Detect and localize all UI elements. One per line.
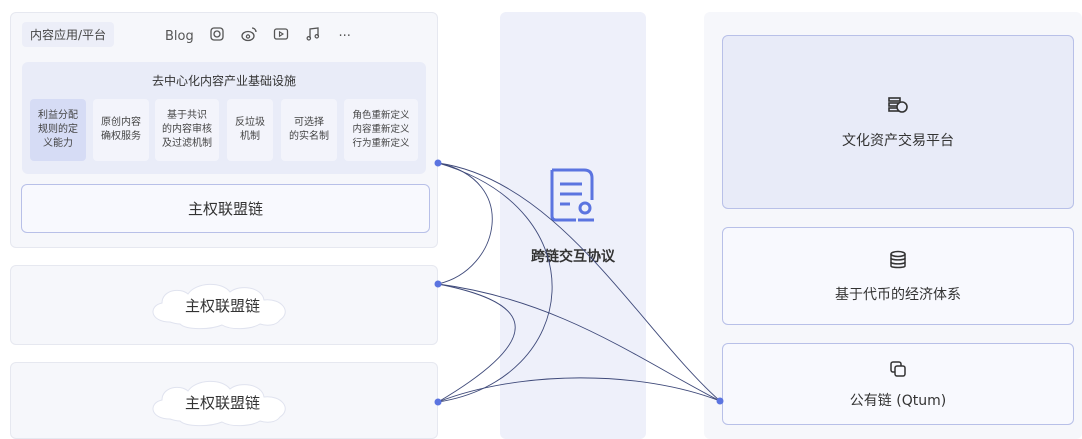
feature-real-name: 可选择 的实名制: [281, 99, 337, 161]
link-chain1-to-chain2: [437, 162, 493, 285]
feature-benefit-rules: 利益分配 规则的定 义能力: [30, 99, 86, 161]
link-chain1-to-chain3: [437, 162, 553, 403]
infrastructure-block: 去中心化内容产业基础设施 利益分配 规则的定 义能力 原创内容 确权服务 基于共…: [22, 62, 426, 174]
sovereign-chain-label-2: 主权联盟链: [184, 297, 260, 315]
infrastructure-title: 去中心化内容产业基础设施: [151, 74, 296, 88]
link-chain2-to-chain3-curve: [437, 283, 516, 403]
cloud-shape-2: [152, 283, 286, 330]
music-icon: [304, 26, 322, 46]
token-economy-label: 基于代币的经济体系: [835, 287, 961, 303]
feature-copyright: 原创内容 确权服务: [93, 99, 149, 161]
coins-icon: [723, 96, 1073, 118]
link-chain3-to-public: [437, 377, 721, 403]
culture-asset-platform-box[interactable]: 文化资产交易平台: [722, 35, 1074, 209]
database-icon: [723, 250, 1073, 274]
token-economy-box[interactable]: 基于代币的经济体系: [722, 227, 1074, 325]
sovereign-chain-label-1: 主权联盟链: [187, 200, 263, 218]
link-chain1-to-public: [437, 162, 721, 402]
link-chain2-to-public: [437, 283, 721, 402]
public-chain-box[interactable]: 公有链 (Qtum): [722, 343, 1074, 425]
public-chain-label: 公有链 (Qtum): [849, 393, 947, 409]
cloud-shape-3: [152, 380, 286, 427]
feature-anti-spam: 反垃圾 机制: [227, 99, 273, 161]
node-chain2: [434, 280, 442, 288]
weibo-icon: [240, 26, 258, 46]
app-icon-row: Blog ···: [165, 26, 354, 46]
video-icon: [272, 27, 290, 45]
camera-app-icon: [208, 26, 226, 46]
more-icon[interactable]: ···: [338, 28, 351, 44]
content-app-tag: 内容应用/平台: [22, 22, 115, 47]
node-chain3: [434, 398, 442, 406]
blog-icon: Blog: [165, 28, 194, 44]
copy-icon: [723, 360, 1073, 382]
node-chain1: [434, 159, 442, 167]
culture-asset-platform-label: 文化资产交易平台: [842, 133, 954, 149]
feature-redefine: 角色重新定义 内容重新定义 行为重新定义: [344, 99, 418, 161]
sovereign-chain-box-1[interactable]: 主权联盟链: [21, 184, 430, 233]
node-public-chain: [716, 397, 724, 405]
sovereign-chain-label-3: 主权联盟链: [184, 394, 260, 412]
protocol-document-icon: [550, 168, 594, 222]
feature-consensus-review: 基于共识 的内容审核 及过滤机制: [155, 99, 219, 161]
